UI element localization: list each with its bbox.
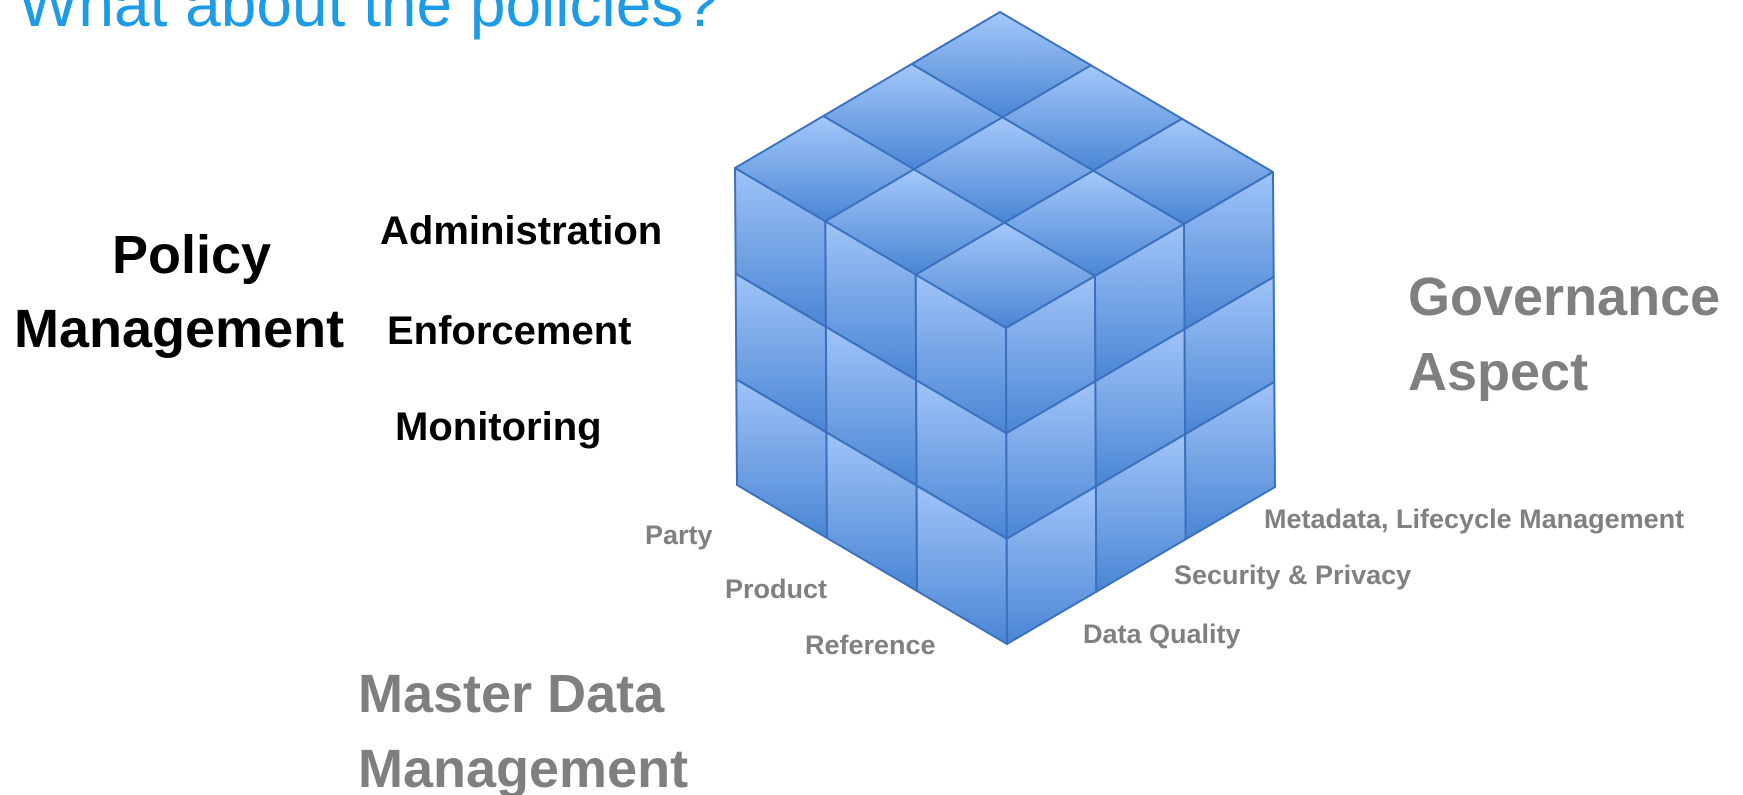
slide-title: What about the policies? — [18, 0, 719, 40]
governance-item-metadata: Metadata, Lifecycle Management — [1264, 504, 1685, 534]
governance-item-security: Security & Privacy — [1174, 560, 1412, 590]
governance-aspect-label-line2: Aspect — [1408, 342, 1589, 402]
policy-item-enforcement: Enforcement — [387, 309, 632, 353]
mdm-item-reference: Reference — [805, 630, 936, 660]
mdm-item-product: Product — [725, 574, 828, 604]
policy-management-label-line2: Management — [14, 299, 345, 359]
mdm-item-party: Party — [645, 520, 713, 550]
policy-item-monitoring: Monitoring — [395, 405, 602, 449]
governance-aspect-label-line1: Governance — [1408, 267, 1721, 327]
cube-right-cell-2-2 — [1184, 381, 1276, 541]
policy-item-administration: Administration — [380, 209, 663, 253]
governance-item-data-quality: Data Quality — [1083, 619, 1241, 649]
policy-management-label-line1: Policy — [112, 225, 272, 285]
mdm-label-line1: Master Data — [358, 664, 665, 724]
mdm-label-line2: Management — [358, 739, 689, 795]
